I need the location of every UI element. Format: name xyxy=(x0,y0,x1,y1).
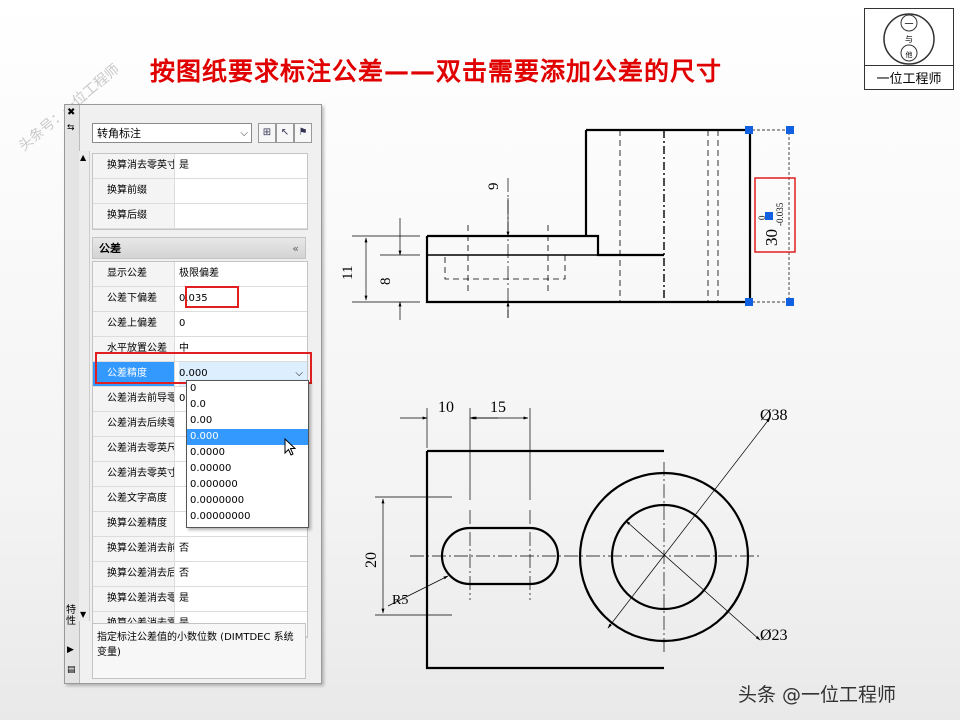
front-view xyxy=(375,408,771,670)
precision-option[interactable]: 0.00000 xyxy=(190,463,232,474)
scroll-up-icon[interactable]: ▲ xyxy=(80,153,87,162)
precision-option[interactable]: 0.0 xyxy=(190,399,206,410)
section-header-tolerance[interactable]: 公差 « xyxy=(92,237,306,259)
precision-option[interactable]: 0.0000 xyxy=(190,447,225,458)
prop-label: 换算消去零英寸 xyxy=(93,154,175,178)
prop-label: 换算公差消去前导零 xyxy=(93,537,175,561)
dim-20-label: 20 xyxy=(363,552,380,568)
lower-deviation-input[interactable]: 0.035 xyxy=(179,293,208,304)
palette-side-label: 特性 xyxy=(66,605,76,627)
callout-dim-30 xyxy=(754,177,796,253)
logo-glyph: 与 xyxy=(905,35,913,44)
precision-option-selected[interactable]: 0.000 xyxy=(187,429,308,445)
autohide-icon[interactable]: ⇆ xyxy=(67,123,75,133)
prop-label: 换算公差消去后续零 xyxy=(93,562,175,586)
prop-value[interactable]: 0 xyxy=(179,393,186,404)
object-type-value: 转角标注 xyxy=(97,127,141,140)
quick-select-button[interactable]: ⚑ xyxy=(294,123,312,143)
prop-label: 水平放置公差 xyxy=(93,337,175,361)
chevron-down-icon: ⌵ xyxy=(240,128,248,139)
close-icon[interactable]: ✖ xyxy=(67,107,76,118)
prop-label: 换算公差消去零英尺 xyxy=(93,587,175,611)
dim-11-label: 11 xyxy=(340,266,356,280)
dim-dia23-label: Ø23 xyxy=(760,627,788,644)
prop-value[interactable]: 是 xyxy=(179,593,189,604)
dim-30-upper-tol: 0 xyxy=(757,215,767,220)
prop-label: 公差消去前导零 xyxy=(93,387,175,411)
prop-label: 公差消去零英寸 xyxy=(93,462,175,486)
precision-option[interactable]: 0.00 xyxy=(190,415,213,426)
dim-10-label: 10 xyxy=(438,399,454,416)
prop-label: 公差上偏差 xyxy=(93,312,175,336)
prop-value[interactable]: 是 xyxy=(179,160,189,171)
dim-8-label: 8 xyxy=(378,278,394,286)
logo-emblem-icon: 一 与 他 xyxy=(883,13,935,65)
prop-label: 显示公差 xyxy=(93,262,175,286)
precision-option[interactable]: 0.000000 xyxy=(190,479,238,490)
scroll-down-icon[interactable]: ▼ xyxy=(80,610,87,619)
dim-30-label[interactable]: 30 xyxy=(762,229,781,246)
top-view xyxy=(352,128,792,320)
dim-r5-label: R5 xyxy=(392,593,408,608)
precision-option[interactable]: 0.00000000 xyxy=(190,511,251,522)
slide-title: 按图纸要求标注公差——双击需要添加公差的尺寸 xyxy=(150,57,723,86)
prop-value[interactable]: 中 xyxy=(179,343,189,354)
palette-title-strip[interactable]: ✖ ⇆ 特性 ▶ ▤ xyxy=(65,105,80,683)
prop-value[interactable]: 否 xyxy=(179,568,189,579)
callout-lower-deviation xyxy=(185,286,239,308)
palette-scrollbar[interactable]: ▲ ▼ xyxy=(79,151,90,621)
object-type-select[interactable]: 转角标注 ⌵ xyxy=(92,123,252,143)
prop-label: 公差消去后续零 xyxy=(93,412,175,436)
select-objects-button[interactable]: ↖ xyxy=(276,123,294,143)
section-title: 公差 xyxy=(99,242,121,255)
prop-label: 公差下偏差 xyxy=(93,287,175,311)
dim-30-lower-tol: -0.035 xyxy=(775,202,785,226)
prop-label: 公差消去零英尺 xyxy=(93,437,175,461)
palette-menu-icon[interactable]: ▶ xyxy=(67,645,74,655)
upper-property-grid: 换算消去零英寸是 换算前缀 换算后缀 xyxy=(92,153,308,230)
precision-dropdown-list[interactable]: 0 0.0 0.00 0.000 0.0000 0.00000 0.000000… xyxy=(186,380,309,528)
mouse-cursor-icon xyxy=(284,438,297,456)
dim-dia38-label: Ø38 xyxy=(760,407,788,424)
prop-label: 公差文字高度 xyxy=(93,487,175,511)
logo: 一 与 他 一位工程师 xyxy=(864,8,954,90)
collapse-icon[interactable]: « xyxy=(292,242,299,255)
dim-9-label: 9 xyxy=(486,183,502,191)
logo-text: 一位工程师 xyxy=(865,65,953,87)
logo-glyph: 他 xyxy=(906,50,913,59)
watermark-bottom: 头条 @一位工程师 xyxy=(738,684,897,706)
precision-option[interactable]: 0.0000000 xyxy=(190,495,245,506)
property-description: 指定标注公差值的小数位数 (DIMTDEC 系统变量) xyxy=(92,623,306,679)
toggle-pickadd-button[interactable]: ⊞ xyxy=(258,123,276,143)
chevron-down-icon[interactable]: ⌵ xyxy=(295,368,303,379)
prop-value[interactable]: 极限偏差 xyxy=(179,268,219,279)
precision-option[interactable]: 0 xyxy=(190,383,197,394)
prop-label: 换算后缀 xyxy=(93,204,175,228)
prop-value[interactable]: 否 xyxy=(179,543,189,554)
prop-label: 换算前缀 xyxy=(93,179,175,203)
palette-settings-icon[interactable]: ▤ xyxy=(67,665,76,675)
prop-label: 换算公差精度 xyxy=(93,512,175,536)
selection-grips[interactable] xyxy=(745,126,794,306)
prop-value[interactable]: 0 xyxy=(179,318,186,329)
logo-glyph: 一 xyxy=(904,20,913,30)
dim-15-label: 15 xyxy=(490,399,506,416)
